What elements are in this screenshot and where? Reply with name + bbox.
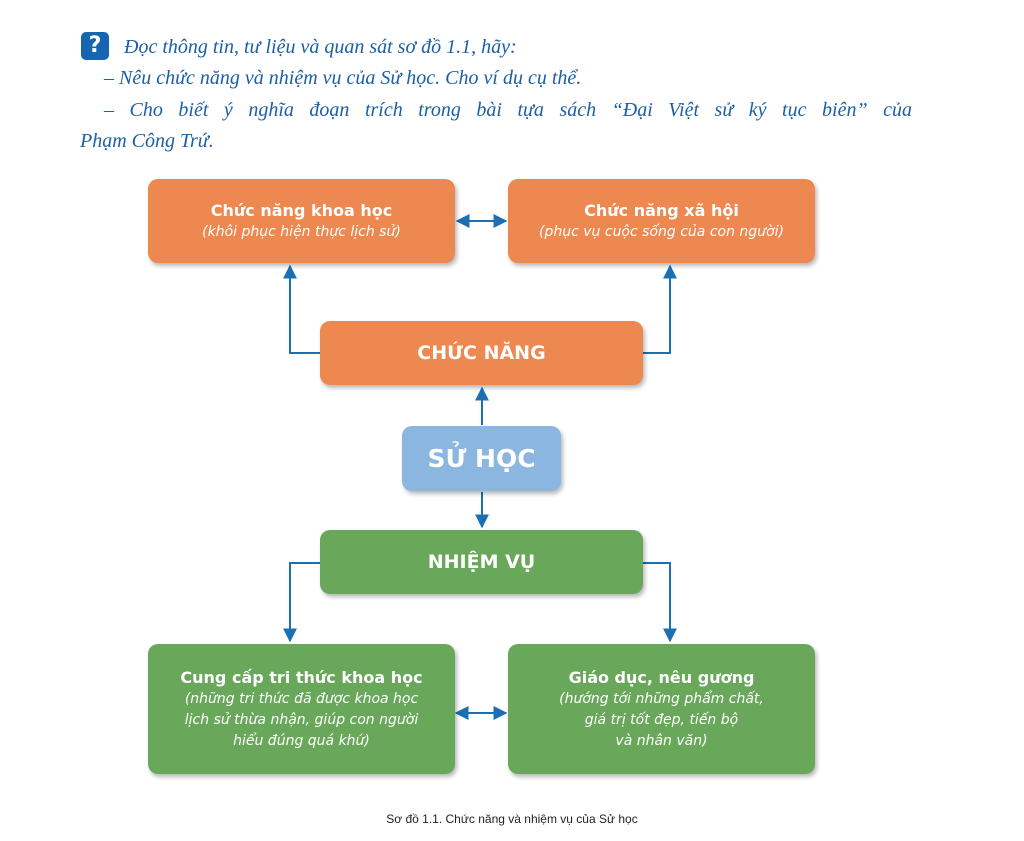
arrow-tasks-to-knowledge — [283, 562, 320, 643]
social-function-title: Chức năng xã hội — [584, 200, 739, 220]
social-function-desc: (phục vụ cuộc sống của con người) — [539, 223, 784, 240]
knowledge-task-desc-2: lịch sử thừa nhận, giúp con người — [184, 711, 419, 728]
question-task-2-continued: Phạm Công Trứ. — [80, 130, 214, 152]
history-center-label: SỬ HỌC — [427, 444, 536, 473]
education-task-desc-2: giá trị tốt đẹp, tiến bộ — [584, 711, 739, 728]
question-icon: ? — [81, 32, 109, 60]
arrow-functions-to-social — [643, 264, 677, 354]
arrow-functions-to-science — [283, 264, 320, 354]
knowledge-task-title: Cung cấp tri thức khoa học — [180, 667, 423, 687]
social-function-box: Chức năng xã hội (phục vụ cuộc sống của … — [508, 179, 815, 263]
functions-box: CHỨC NĂNG — [320, 321, 643, 385]
education-task-title: Giáo dục, nêu gương — [568, 667, 755, 687]
tasks-box: NHIỆM VỤ — [320, 530, 643, 594]
education-task-desc-1: (hướng tới những phẩm chất, — [559, 690, 764, 707]
history-center-box: SỬ HỌC — [402, 426, 561, 491]
question-intro: Đọc thông tin, tư liệu và quan sát sơ đồ… — [124, 36, 517, 58]
knowledge-task-desc-3: hiểu đúng quá khứ) — [233, 732, 370, 749]
science-function-title: Chức năng khoa học — [210, 200, 393, 220]
science-function-box: Chức năng khoa học (khôi phục hiện thực … — [148, 179, 455, 263]
tasks-label: NHIỆM VỤ — [427, 551, 536, 573]
education-task-desc-3: và nhân văn) — [615, 732, 708, 749]
knowledge-task-desc-1: (những tri thức đã được khoa học — [184, 690, 419, 707]
question-task-2: – Cho biết ý nghĩa đoạn trích trong bài … — [104, 99, 912, 121]
arrow-tasks-to-education — [643, 562, 677, 643]
question-task-1: – Nêu chức năng và nhiệm vụ của Sử học. … — [104, 67, 582, 89]
diagram-caption: Sơ đồ 1.1. Chức năng và nhiệm vụ của Sử … — [386, 812, 638, 826]
knowledge-task-box: Cung cấp tri thức khoa học (những tri th… — [148, 644, 455, 774]
education-task-box: Giáo dục, nêu gương (hướng tới những phẩ… — [508, 644, 815, 774]
science-function-desc: (khôi phục hiện thực lịch sử) — [202, 223, 401, 240]
functions-label: CHỨC NĂNG — [417, 342, 546, 364]
